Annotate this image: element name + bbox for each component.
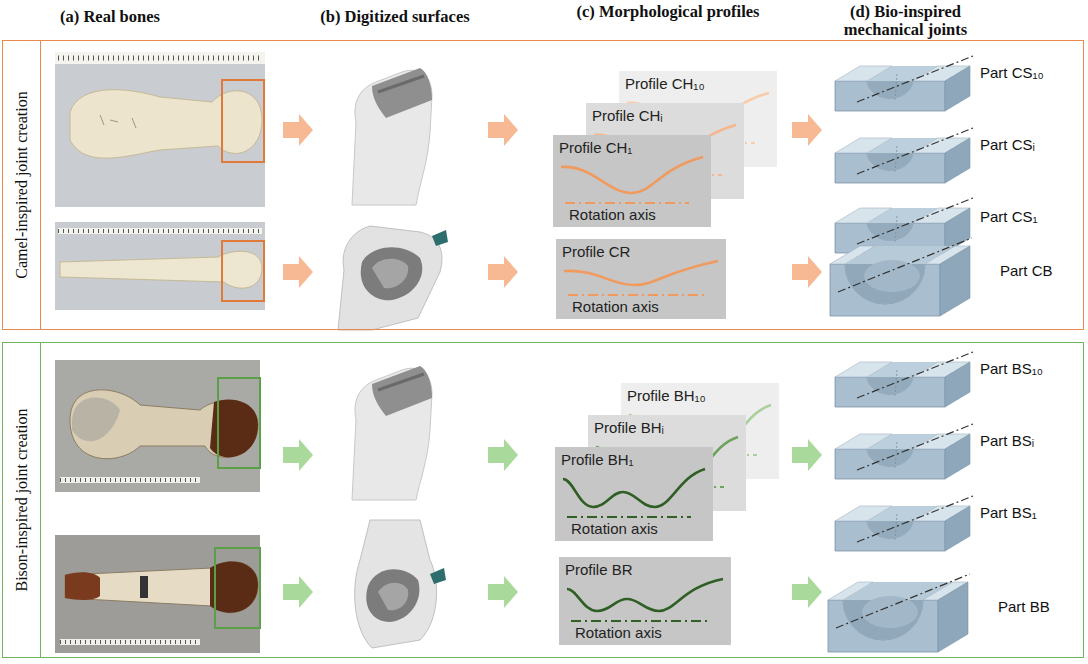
part-name: Part CS₁ bbox=[980, 208, 1038, 225]
part-name: Part CB bbox=[1000, 262, 1053, 279]
profile-curve bbox=[563, 469, 705, 507]
axis-label: Rotation axis bbox=[575, 624, 662, 641]
band-header-strip: Camel-inspired joint creation bbox=[3, 41, 41, 329]
profile-name: Profile BHᵢ bbox=[594, 419, 664, 436]
part-name: Part BSᵢ bbox=[980, 432, 1034, 449]
part-name: Part BS₁ bbox=[980, 504, 1037, 521]
rotation-axis-line bbox=[568, 294, 704, 296]
profile-name: Profile BR bbox=[565, 561, 633, 578]
axis-label: Rotation axis bbox=[571, 520, 658, 537]
axis-label: Rotation axis bbox=[572, 298, 659, 315]
part-name: Part BS₁₀ bbox=[980, 360, 1043, 377]
axis-label: Rotation axis bbox=[569, 206, 656, 223]
band-heading: Bison-inspired joint creation bbox=[13, 408, 31, 591]
profile-card: Profile CR Rotation axis bbox=[556, 239, 726, 319]
rotation-axis-line bbox=[567, 516, 691, 518]
profile-name: Profile CHᵢ bbox=[592, 107, 663, 124]
rotation-axis-line bbox=[565, 202, 689, 204]
rotation-axis-line bbox=[571, 620, 709, 622]
band-header-strip: Bison-inspired joint creation bbox=[3, 343, 41, 657]
profile-name: Profile CH₁₀ bbox=[625, 75, 705, 92]
column-header: (b) Digitized surfaces bbox=[300, 8, 490, 26]
column-header: (d) Bio-inspired mechanical joints bbox=[818, 3, 993, 39]
column-header: (c) Morphological profiles bbox=[573, 3, 763, 21]
part-name: Part CS₁₀ bbox=[980, 64, 1044, 81]
profile-name: Profile CH₁ bbox=[559, 139, 632, 156]
profile-name: Profile BH₁ bbox=[561, 451, 634, 468]
profile-card: Profile CH₁ Rotation axis bbox=[553, 135, 711, 227]
profile-name: Profile CR bbox=[562, 243, 630, 260]
group-band: Bison-inspired joint creation Profile BH₁… bbox=[2, 342, 1084, 658]
profile-name: Profile BH₁₀ bbox=[627, 387, 706, 404]
band-heading: Camel-inspired joint creation bbox=[13, 91, 31, 279]
part-name: Part BB bbox=[998, 598, 1050, 615]
profile-curve bbox=[564, 261, 718, 285]
profile-curve bbox=[561, 157, 703, 193]
profile-curve bbox=[567, 579, 723, 611]
profile-card: Profile BR Rotation axis bbox=[559, 557, 731, 645]
part-name: Part CSᵢ bbox=[980, 136, 1035, 153]
column-header: (a) Real bones bbox=[40, 8, 180, 26]
group-band: Camel-inspired joint creation Profile CH₁… bbox=[2, 40, 1084, 330]
profile-card: Profile BH₁ Rotation axis bbox=[555, 447, 713, 541]
